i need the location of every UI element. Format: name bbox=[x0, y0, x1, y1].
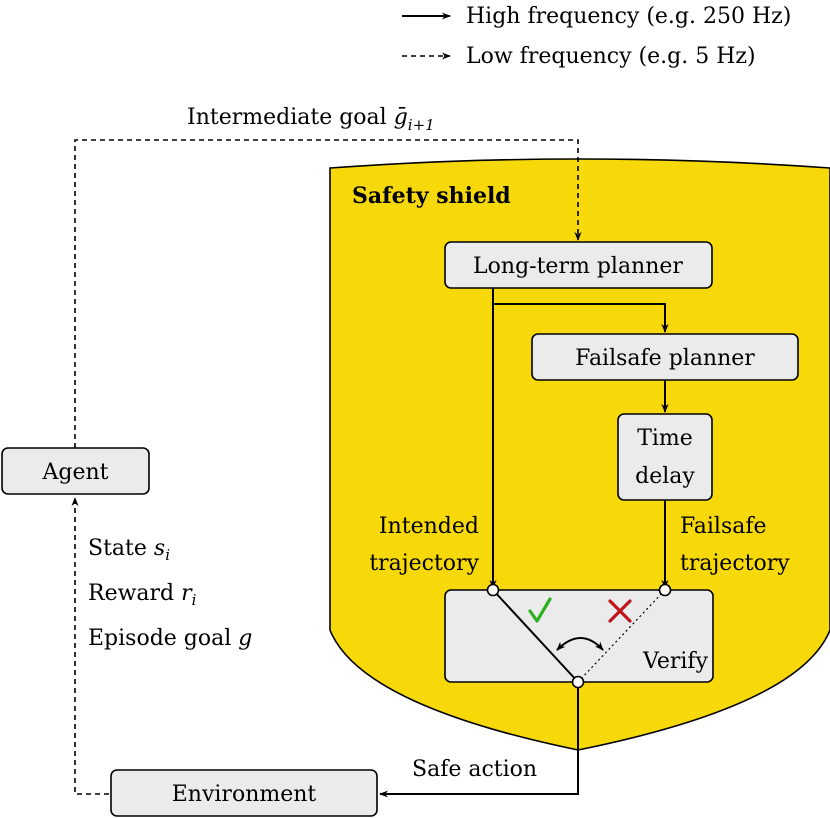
safe-action-connector bbox=[379, 688, 579, 798]
verify-label: Verify bbox=[642, 649, 709, 674]
time-delay-node[interactable]: Time delay bbox=[617, 413, 713, 501]
intermediate-goal-label: Intermediate goal ḡi+1 bbox=[187, 105, 435, 134]
reward-label: Reward ri bbox=[88, 581, 197, 609]
failsafe-planner-node[interactable]: Failsafe planner bbox=[531, 333, 799, 381]
cross-icon bbox=[608, 599, 632, 623]
long-term-planner-label: Long-term planner bbox=[473, 254, 683, 279]
long-term-planner-node[interactable]: Long-term planner bbox=[444, 241, 713, 289]
verify-node[interactable]: Verify bbox=[444, 589, 714, 683]
check-icon bbox=[528, 597, 552, 623]
legend-high-frequency: High frequency (e.g. 250 Hz) bbox=[466, 4, 791, 29]
failsafe-trajectory-label-line1: Failsafe bbox=[680, 514, 767, 539]
time-delay-label-line2: delay bbox=[635, 464, 695, 489]
intended-trajectory-label-line1: Intended bbox=[379, 514, 479, 539]
safe-action-label: Safe action bbox=[412, 757, 537, 782]
failsafe-path-line bbox=[577, 589, 666, 683]
safety-shield-title: Safety shield bbox=[352, 183, 511, 209]
environment-node[interactable]: Environment bbox=[110, 769, 378, 817]
agent-label: Agent bbox=[42, 460, 109, 485]
episode-goal-label: Episode goal g bbox=[88, 626, 252, 651]
switch-arrow bbox=[556, 637, 604, 651]
output-junction bbox=[571, 675, 585, 689]
environment-label: Environment bbox=[172, 782, 317, 807]
feedback-connector bbox=[71, 497, 109, 795]
intended-path-line bbox=[492, 589, 579, 683]
planner-to-failsafe-connector bbox=[493, 303, 669, 333]
legend-low-frequency: Low frequency (e.g. 5 Hz) bbox=[466, 44, 756, 69]
intended-junction bbox=[486, 583, 500, 597]
failsafe-junction bbox=[658, 583, 672, 597]
failsafe-planner-label: Failsafe planner bbox=[575, 346, 755, 371]
legend: High frequency (e.g. 250 Hz) Low frequen… bbox=[402, 4, 791, 69]
intended-trajectory-label-line2: trajectory bbox=[369, 551, 479, 576]
intermediate-goal-connector bbox=[74, 139, 582, 448]
time-delay-label-line1: Time bbox=[637, 426, 693, 451]
failsafe-trajectory-label-line2: trajectory bbox=[680, 551, 790, 576]
agent-node[interactable]: Agent bbox=[1, 447, 150, 495]
state-label: State si bbox=[88, 536, 170, 564]
